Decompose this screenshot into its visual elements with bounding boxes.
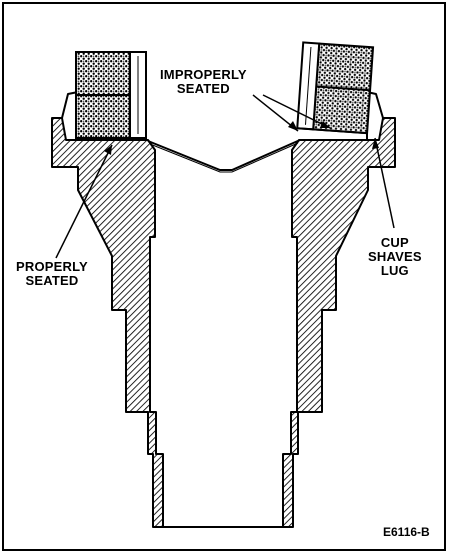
improperly-label-line-2: SEATED <box>176 81 230 96</box>
properly-seated-label: PROPERLY SEATED <box>16 260 88 288</box>
diaphragm-line-inner <box>149 142 299 173</box>
leader-cup-shaves <box>374 137 395 229</box>
figure-code: E6116-B <box>383 525 430 539</box>
right-body-wall <box>282 117 396 528</box>
leader-improperly-2 <box>262 94 331 129</box>
properly-label-line-1: PROPERLY <box>16 259 88 274</box>
improperly-seated-label: IMPROPERLY SEATED <box>160 68 247 96</box>
right-cup <box>296 41 375 135</box>
cup-label-line-2: SHAVES <box>368 249 422 264</box>
diaphragm-line <box>147 139 301 171</box>
cup-shaves-lug-label: CUP SHAVES LUG <box>368 236 422 278</box>
left-cup <box>75 51 147 139</box>
properly-label-line-2: SEATED <box>25 273 79 288</box>
cup-label-line-3: LUG <box>380 263 409 278</box>
left-body-wall <box>51 117 164 528</box>
cup-label-line-1: CUP <box>380 235 409 250</box>
improperly-label-line-1: IMPROPERLY <box>160 67 247 82</box>
leader-properly <box>55 144 113 259</box>
